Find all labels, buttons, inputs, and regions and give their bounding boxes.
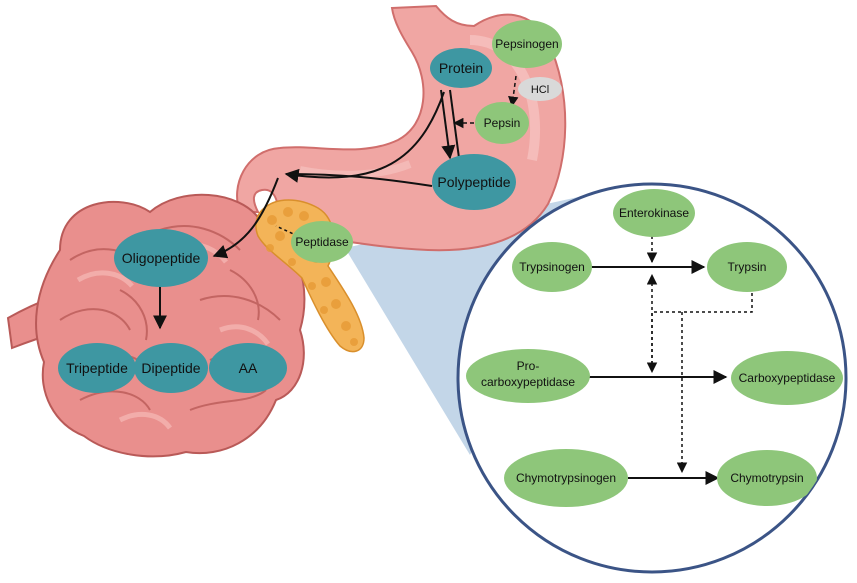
node-chymotrypsinogen-label: Chymotrypsinogen — [516, 471, 616, 485]
node-carboxypeptidase: Carboxypeptidase — [731, 351, 843, 405]
node-protein: Protein — [430, 48, 492, 88]
node-chymotrypsin: Chymotrypsin — [717, 450, 817, 506]
node-aa-label: AA — [239, 360, 258, 376]
node-hcl: HCl — [518, 77, 562, 101]
node-oligopeptide: Oligopeptide — [114, 229, 208, 287]
node-trypsinogen: Trypsinogen — [512, 242, 592, 292]
node-hcl-label: HCl — [531, 84, 549, 96]
node-dipeptide-label: Dipeptide — [141, 360, 200, 376]
node-oligopeptide-label: Oligopeptide — [122, 250, 201, 266]
node-aa: AA — [209, 343, 287, 393]
node-dipeptide: Dipeptide — [134, 343, 208, 393]
node-tripeptide-label: Tripeptide — [66, 360, 128, 376]
node-pepsin-label: Pepsin — [484, 116, 521, 130]
node-chymotrypsin-label: Chymotrypsin — [730, 471, 803, 485]
node-trypsin: Trypsin — [707, 242, 787, 292]
node-procarboxypeptidase-label-line2: carboxypeptidase — [481, 375, 575, 389]
arrow-pepsinogen-to-pepsin — [508, 75, 519, 108]
node-pepsinogen: Pepsinogen — [492, 20, 562, 68]
arrow-trypsin-to-procarboxypeptidase — [646, 293, 753, 374]
node-polypeptide: Polypeptide — [432, 154, 516, 210]
arrow-peptidase-to-pancreas — [275, 225, 299, 237]
arrow-polypeptide-to-duodenum — [287, 173, 433, 187]
node-peptidase-label: Peptidase — [295, 235, 349, 249]
node-chymotrypsinogen: Chymotrypsinogen — [504, 449, 628, 507]
node-procarboxypeptidase: Pro- carboxypeptidase — [466, 349, 590, 403]
node-carboxypeptidase-label: Carboxypeptidase — [739, 371, 836, 385]
node-procarboxypeptidase-label-line1: Pro- — [517, 359, 540, 373]
node-pepsin: Pepsin — [475, 102, 529, 144]
node-polypeptide-label: Polypeptide — [437, 174, 510, 190]
node-tripeptide: Tripeptide — [58, 343, 136, 393]
node-protein-label: Protein — [439, 60, 483, 76]
node-enterokinase: Enterokinase — [613, 189, 695, 237]
node-trypsin-label: Trypsin — [728, 260, 767, 274]
node-trypsinogen-label: Trypsinogen — [519, 260, 585, 274]
arrow-to-oligopeptide — [212, 177, 279, 259]
arrow-protein-to-polypeptide-a — [440, 89, 456, 160]
node-peptidase: Peptidase — [291, 221, 353, 263]
node-enterokinase-label: Enterokinase — [619, 206, 689, 220]
node-pepsinogen-label: Pepsinogen — [495, 37, 558, 51]
arrow-protein-to-duodenum — [284, 91, 445, 183]
